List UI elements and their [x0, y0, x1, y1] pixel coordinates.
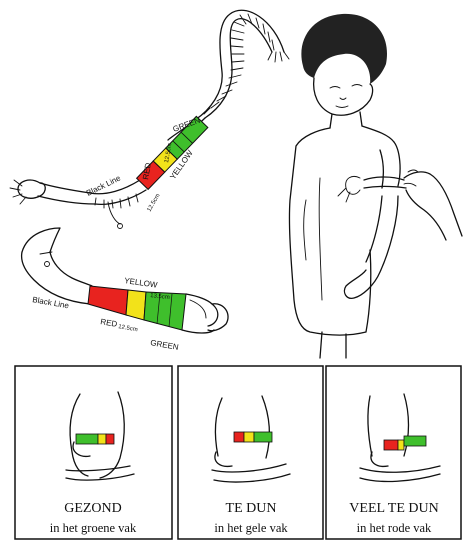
panel-much-too-thin-subtitle: in het rode vak [357, 521, 432, 535]
strip-yellow-band [126, 290, 146, 320]
panel-much-too-thin-title: VEEL TE DUN [349, 501, 438, 516]
arm-much-too-thin-red [384, 440, 398, 450]
strip-red-label: RED [100, 317, 118, 329]
rope-red-measure-bottom-label: 12.5cm [147, 193, 162, 213]
strip-red-band [88, 286, 128, 315]
strip-green-label: GREEN [150, 338, 180, 352]
arm-too-thin-yellow [244, 432, 254, 442]
panel-healthy-subtitle: in het groene vak [50, 521, 137, 535]
arm-too-thin-illustration [212, 396, 290, 482]
arm-too-thin-red [234, 432, 244, 442]
strip-yellow-label: YELLOW [124, 276, 159, 290]
strip-black-line-label: Black Line [32, 295, 70, 310]
arm-healthy-green [76, 434, 98, 444]
arm-healthy-yellow [98, 434, 106, 444]
panel-healthy-title: GEZOND [64, 501, 122, 516]
arm-much-too-thin-green [404, 436, 426, 446]
panel-too-thin-subtitle: in het gele vak [214, 521, 288, 535]
child-hair [301, 14, 387, 84]
arm-healthy-red [106, 434, 114, 444]
strip-tape-illustration: Black Line YELLOW 13.5cm RED 12.5cm GREE… [22, 228, 228, 352]
rope-tape-illustration: Black Line RED 12.5cm 12.5cm YELLOW GREE… [10, 10, 289, 228]
arm-much-too-thin-yellow [398, 440, 404, 450]
panel-too-thin-title: TE DUN [226, 501, 277, 516]
arm-too-thin-green [254, 432, 272, 442]
rope-frayed-end [268, 52, 289, 62]
child-measurement-illustration [289, 14, 462, 358]
helper-hands [404, 170, 462, 240]
child-arm-tape [338, 176, 406, 202]
strip-red-measure-label: 12.5cm [118, 324, 138, 333]
arm-much-too-thin-illustration [360, 394, 440, 481]
arm-healthy-illustration [66, 392, 134, 480]
bottom-panels: GEZOND in het groene vak TE DUN in het g… [15, 366, 461, 539]
